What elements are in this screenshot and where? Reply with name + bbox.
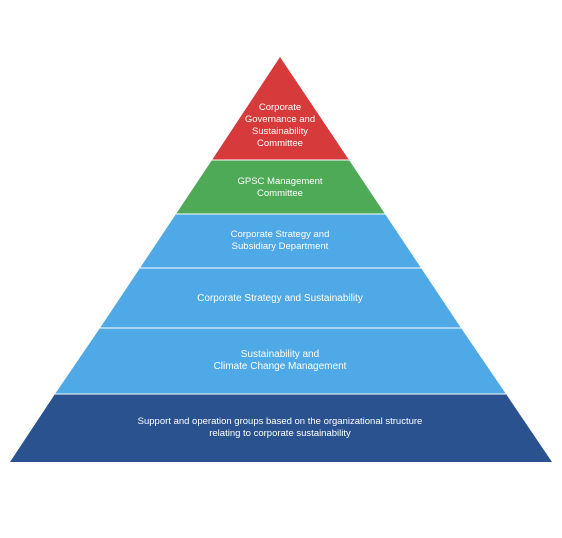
tier-4-label: Corporate Strategy and Sustainability: [197, 293, 363, 304]
tier-1-label: Corporate Governance and Sustainability …: [244, 102, 316, 149]
tier-3-label: Corporate Strategy and Subsidiary Depart…: [230, 229, 330, 252]
tier-6-shape: [10, 394, 552, 462]
tier-5-shape: [55, 328, 506, 394]
tier-6-label: Support and operation groups based on th…: [137, 416, 423, 439]
tier-2-shape: [176, 160, 385, 214]
tier-4-shape: [100, 268, 461, 328]
tier-3-shape: [140, 214, 421, 268]
tier-5-label: Sustainability and Climate Change Manage…: [213, 349, 347, 372]
tier-2-label: GPSC Management Committee: [237, 176, 323, 199]
tier-1-shape: [212, 57, 349, 160]
